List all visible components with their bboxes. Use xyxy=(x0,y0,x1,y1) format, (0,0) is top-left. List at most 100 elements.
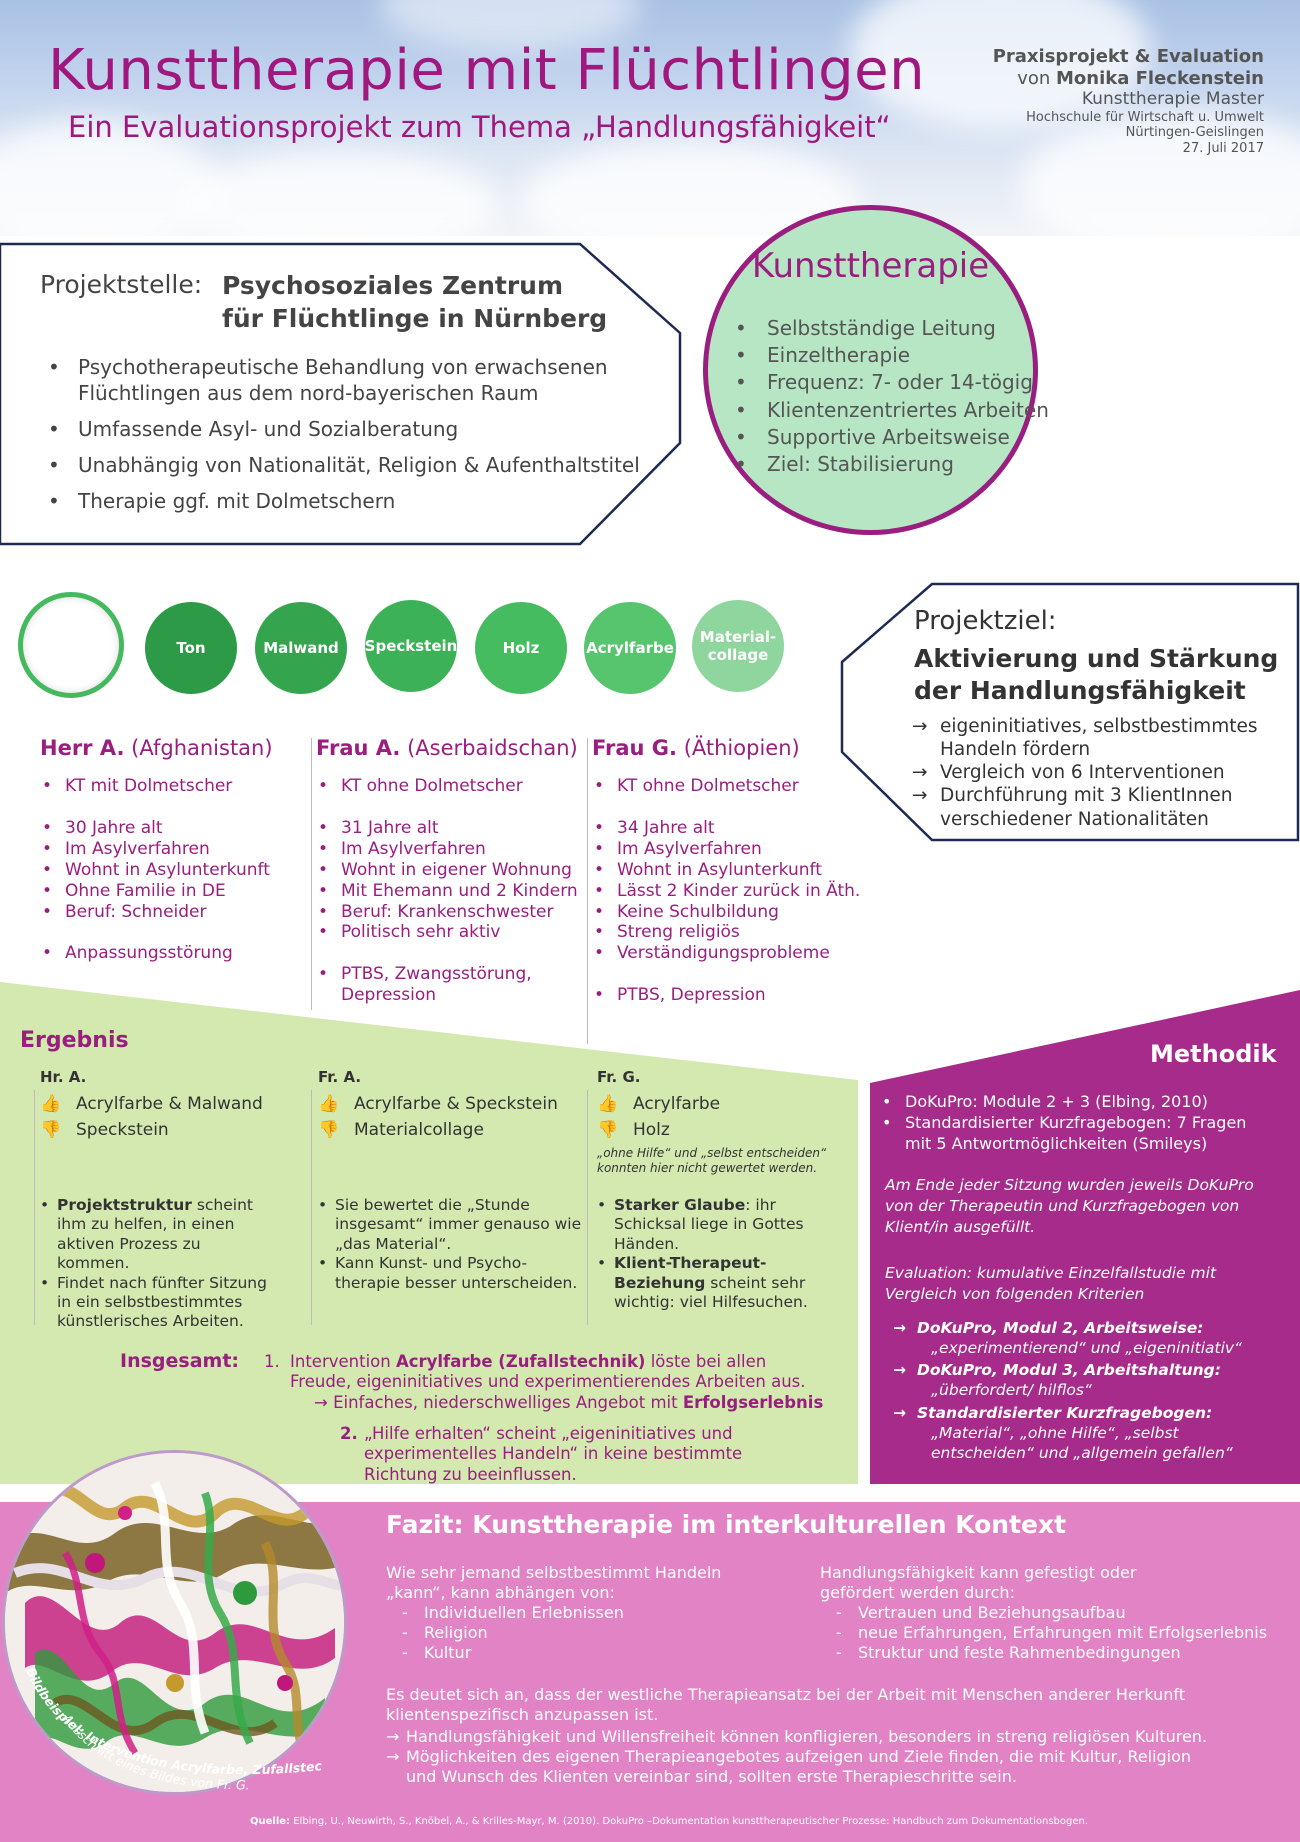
list-item: Politisch sehr aktiv xyxy=(316,922,586,943)
fazit-left: Wie sehr jemand selbstbestimmt Handeln „… xyxy=(386,1563,746,1663)
thumbs-up-icon: 👍 xyxy=(318,1094,340,1114)
meta-author-prefix: von xyxy=(1017,67,1056,89)
patient-name: Frau G. xyxy=(592,736,678,760)
fazit-right: Handlungsfähigkeit kann gefestigt oder g… xyxy=(820,1563,1270,1663)
fazit-title: Fazit: Kunsttherapie im interkulturellen… xyxy=(386,1510,1067,1539)
methodik-criteria: DoKuPro, Modul 2, Arbeitsweise: „experim… xyxy=(893,1318,1273,1465)
author-meta: Praxisprojekt & Evaluation von Monika Fl… xyxy=(844,46,1264,156)
list-item: Sie bewertet die „Stunde insgesamt“ imme… xyxy=(318,1196,583,1254)
list-item: Beruf: Schneider xyxy=(40,902,310,923)
meta-project-type: Praxisprojekt & Evaluation xyxy=(992,46,1264,67)
patient-heading: Frau A. (Aserbaidschan) xyxy=(316,736,586,760)
patient-origin: (Afghanistan) xyxy=(131,736,273,760)
criterion-value: „überfordert/ hilflos“ xyxy=(931,1381,1092,1400)
criterion-heading: DoKuPro, Modul 3, Arbeitshaltung: xyxy=(893,1360,1273,1380)
patient-heading: Frau G. (Äthiopien) xyxy=(592,736,862,760)
list-item: Projektstruktur scheint ihm zu helfen, i… xyxy=(40,1196,275,1274)
methodik-evaluation: Evaluation: kumulative Einzelfallstudie … xyxy=(885,1264,1217,1303)
projektziel-value: Aktivierung und Stärkung der Handlungsfä… xyxy=(914,643,1294,707)
intervention-label: Material- collage xyxy=(699,628,777,664)
list-item: KT mit Dolmetscher xyxy=(40,776,310,797)
list-item: Wohnt in Asylunterkunft xyxy=(592,860,862,881)
list-item: 30 Jahre alt xyxy=(40,818,310,839)
point-number: 2. xyxy=(340,1424,358,1443)
fazit-left-list: Individuellen Erlebnissen Religion Kultu… xyxy=(386,1603,746,1663)
painting-image xyxy=(2,1450,347,1795)
patient-heading: Herr A. (Afghanistan) xyxy=(40,736,310,760)
list-item: Ohne Familie in DE xyxy=(40,881,310,902)
list-item: DoKuPro: Module 2 + 3 (Elbing, 2010) xyxy=(882,1092,1272,1113)
list-item: 31 Jahre alt xyxy=(316,818,586,839)
source-label: Quelle: xyxy=(250,1816,291,1827)
result-text: Acrylfarbe xyxy=(633,1094,721,1114)
bold-text: Acrylfarbe (Zufallstechnik) xyxy=(395,1352,646,1371)
point-text: „Hilfe erhalten“ scheint „eigeninitiativ… xyxy=(364,1424,743,1484)
column-divider xyxy=(587,738,588,1044)
projektziel-list: eigeninitiatives, selbstbestimmtes Hande… xyxy=(912,715,1282,831)
patient-origin: (Äthiopien) xyxy=(683,736,800,760)
result-negative: 👎 Materialcollage xyxy=(318,1120,588,1140)
methodik-paragraph: Am Ende jeder Sitzung wurden jeweils DoK… xyxy=(885,1176,1254,1236)
list-item: Kultur xyxy=(386,1643,746,1663)
intervention-ton: Ton xyxy=(145,602,237,694)
patient-facts: KT ohne Dolmetscher 31 Jahre alt Im Asyl… xyxy=(316,776,586,1006)
criterion-heading: DoKuPro, Modul 2, Arbeitsweise: xyxy=(893,1318,1273,1338)
list-item: Frequenz: 7- oder 14-tögig xyxy=(735,369,1049,396)
painting-caption xyxy=(0,1440,370,1680)
ergebnis-column-fr-g: Fr. G. 👍Acrylfarbe 👎Holz „ohne Hilfe“ un… xyxy=(597,1068,867,1312)
list-item: Streng religiös xyxy=(592,922,862,943)
patient-origin: (Aserbaidschan) xyxy=(407,736,578,760)
list-item: PTBS, Depression xyxy=(592,985,862,1006)
bold-text: Starker Glaube xyxy=(614,1196,746,1214)
list-item: Struktur und feste Rahmenbedingungen xyxy=(820,1643,1270,1663)
meta-author-name: Monika Fleckenstein xyxy=(1055,67,1264,89)
text-part: Intervention xyxy=(290,1352,396,1371)
result-text: Materialcollage xyxy=(354,1120,484,1140)
thumbs-down-icon: 👎 xyxy=(40,1120,62,1140)
result-positive: 👍Acrylfarbe xyxy=(597,1094,867,1114)
result-text: Acrylfarbe & Speckstein xyxy=(354,1094,558,1114)
list-item: Lässt 2 Kinder zurück in Äth. xyxy=(592,881,862,902)
source-citation: Quelle: Elbing, U., Neuwirth, S., Knöbel… xyxy=(250,1816,1250,1827)
list-item: Kann Kunst- und Psycho-therapie besser u… xyxy=(318,1254,583,1293)
thumbs-down-icon: 👎 xyxy=(318,1120,340,1140)
result-text: Speckstein xyxy=(76,1120,169,1140)
methodik-list: DoKuPro: Module 2 + 3 (Elbing, 2010) Sta… xyxy=(882,1092,1272,1154)
list-item: KT ohne Dolmetscher xyxy=(592,776,862,797)
intervention-materialcollage: Material- collage xyxy=(692,600,784,692)
list-item: Durchführung mit 3 KlientInnen verschied… xyxy=(912,784,1282,830)
intervention-label: Holz xyxy=(502,639,540,657)
caption-line2: Ausschnitt eines Bildes von Fr. G. xyxy=(59,1710,249,1792)
meta-university: Hochschule für Wirtschaft u. Umwelt xyxy=(1026,109,1264,125)
insgesamt-point-2: 2. „Hilfe erhalten“ scheint „eigeninitia… xyxy=(340,1424,820,1485)
column-divider xyxy=(587,1090,588,1325)
thumbs-up-icon: 👍 xyxy=(40,1094,62,1114)
source-text: Elbing, U., Neuwirth, S., Knöbel, A., & … xyxy=(290,1816,1089,1827)
ergebnis-title: Ergebnis xyxy=(20,1028,129,1053)
methodik-title: Methodik xyxy=(1150,1040,1277,1068)
meta-location: Nürtingen-Geislingen xyxy=(1125,125,1264,141)
patient-facts: KT ohne Dolmetscher 34 Jahre alt Im Asyl… xyxy=(592,776,862,1006)
projektstelle-value-line1: Psychosoziales Zentrum xyxy=(222,271,564,300)
meta-author: von Monika Fleckenstein xyxy=(844,68,1264,90)
intervention-label: Malwand xyxy=(263,639,339,657)
column-divider xyxy=(34,1090,35,1325)
list-item: neue Erfahrungen, Erfahrungen mit Erfolg… xyxy=(820,1623,1270,1643)
list-item: Einzeltherapie xyxy=(735,342,1049,369)
ergebnis-notes: Sie bewertet die „Stunde insgesamt“ imme… xyxy=(318,1196,583,1293)
list-item: Beruf: Krankenschwester xyxy=(316,902,586,923)
list-item: Therapie ggf. mit Dolmetschern xyxy=(48,488,648,514)
ergebnis-notes: Projektstruktur scheint ihm zu helfen, i… xyxy=(40,1196,275,1332)
list-item: Starker Glaube: ihr Schicksal liege in G… xyxy=(597,1196,832,1254)
list-item: Ziel: Stabilisierung xyxy=(735,451,1049,478)
result-negative: 👎 Speckstein xyxy=(40,1120,310,1140)
meta-date: 27. Juli 2017 xyxy=(1182,140,1264,156)
intervention-label: Acrylfarbe xyxy=(586,639,674,657)
list-item: Im Asylverfahren xyxy=(40,839,310,860)
projektstelle-value-line2: für Flüchtlinge in Nürnberg xyxy=(222,303,608,333)
list-item: 34 Jahre alt xyxy=(592,818,862,839)
list-item: Keine Schulbildung xyxy=(592,902,862,923)
point-number: 1. xyxy=(264,1352,280,1371)
meta-program: Kunsttherapie Master xyxy=(1081,89,1264,110)
intervention-label: Ton xyxy=(176,639,206,657)
